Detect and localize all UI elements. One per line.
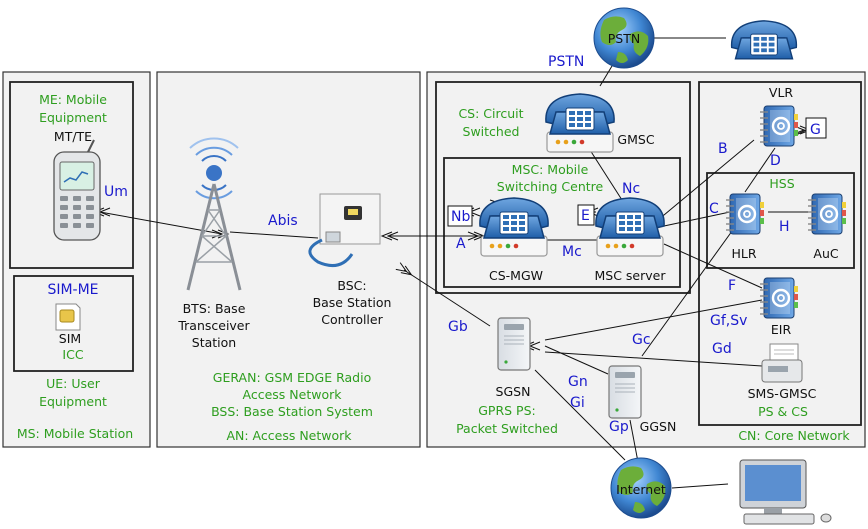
cs-label-line2: Switched (463, 124, 520, 139)
sms-gmsc-fax-icon (761, 343, 803, 383)
ms-label: MS: Mobile Station (17, 426, 133, 441)
nc-link (589, 149, 623, 201)
bts-label-line2: Transceiver (177, 318, 250, 333)
gf-sv-interface-label: Gf,Sv (710, 313, 747, 329)
me-label-line2: Equipment (39, 110, 107, 125)
ue-label-line2: Equipment (39, 394, 107, 409)
me-label-line1: ME: Mobile (39, 92, 107, 107)
ps-cs-label: PS & CS (758, 404, 808, 419)
gp-interface-label: Gp (609, 419, 629, 435)
vlr-label: VLR (769, 85, 794, 100)
pstn-interface-label: PSTN (548, 54, 584, 70)
cs-label-line1: CS: Circuit (458, 106, 523, 121)
d-link (744, 147, 776, 193)
d-interface-label: D (770, 153, 781, 169)
h-interface-label: H (779, 219, 790, 235)
c-interface-label: C (709, 201, 719, 217)
hss-label: HSS (769, 176, 794, 191)
bsc-label-line3: Controller (321, 312, 383, 327)
internet-label: Internet (616, 482, 666, 497)
gp-link (629, 419, 639, 463)
bts-label-line1: BTS: Base (183, 301, 246, 316)
f-link (663, 243, 763, 289)
nb-label-box (447, 205, 473, 227)
sgsn-server-icon (497, 317, 531, 371)
sim-label: SIM (59, 331, 81, 346)
e-label-box (577, 204, 595, 226)
abis-link (229, 231, 319, 239)
gmsc-label: GMSC (617, 132, 654, 147)
um-interface-label: Um (104, 184, 128, 200)
an-label: AN: Access Network (226, 428, 352, 443)
gprs-label-line2: Packet Switched (456, 421, 558, 436)
f-interface-label: F (728, 278, 736, 294)
auc-label: AuC (813, 246, 838, 261)
gprs-label-line1: GPRS PS: (478, 403, 536, 418)
e-interface-label: E (581, 208, 590, 224)
cn-label: CN: Core Network (738, 428, 850, 443)
eir-database-icon (758, 276, 800, 320)
g-interface-label: G (810, 122, 821, 138)
nc-interface-label: Nc (622, 181, 640, 197)
nb-interface-label: Nb (451, 209, 470, 225)
g-label-box (805, 117, 827, 139)
sgsn-label: SGSN (496, 384, 531, 399)
telephone-icon (730, 20, 798, 60)
ue-label-line1: UE: User (46, 376, 101, 391)
gmsc-phone-icon (545, 93, 615, 153)
a-interface-label: A (456, 236, 466, 252)
internet-pc-link (671, 483, 729, 489)
gf-link (544, 299, 763, 341)
gi-link (534, 369, 626, 461)
hlr-database-icon (724, 192, 766, 236)
gd-link (544, 351, 763, 367)
bts-label-line3: Station (192, 335, 236, 350)
c-link (663, 211, 731, 227)
gc-interface-label: Gc (632, 332, 651, 348)
abis-interface-label: Abis (268, 213, 298, 229)
pstn-node-label: PSTN (608, 31, 640, 46)
b-interface-label: B (718, 141, 728, 157)
msc-server-label: MSC server (595, 268, 667, 283)
eir-label: EIR (771, 322, 792, 337)
ggsn-label: GGSN (640, 419, 677, 434)
cs-mgw-phone-icon (479, 197, 549, 257)
gc-link (641, 219, 741, 357)
gb-interface-label: Gb (448, 319, 468, 335)
gi-interface-label: Gi (570, 395, 585, 411)
gb-link (403, 269, 491, 327)
msc-label-line2: Switching Centre (497, 179, 604, 194)
computer-icon (739, 459, 832, 525)
msc-server-phone-icon (595, 197, 665, 257)
b-link (657, 139, 755, 221)
mc-interface-label: Mc (562, 244, 582, 260)
hlr-label: HLR (731, 246, 756, 261)
gd-interface-label: Gd (712, 341, 732, 357)
auc-database-icon (806, 192, 848, 236)
icc-label: ICC (62, 347, 83, 362)
sim-card-icon (55, 303, 81, 331)
access-network-box (156, 71, 421, 448)
geran-label-line2: Access Network (243, 387, 343, 402)
bsc-socket-icon (308, 193, 381, 268)
pstn-link (599, 65, 613, 87)
ggsn-server-icon (608, 365, 642, 419)
bsc-label-line1: BSC: (337, 278, 366, 293)
gn-link (544, 345, 609, 375)
gn-interface-label: Gn (568, 374, 588, 390)
mt-te-label: MT/TE (54, 129, 92, 144)
sms-gmsc-label: SMS-GMSC (748, 386, 817, 401)
bss-label: BSS: Base Station System (211, 404, 373, 419)
bts-antenna-icon (186, 137, 242, 291)
vlr-database-icon (758, 104, 800, 148)
cs-mgw-label: CS-MGW (489, 268, 543, 283)
sim-me-interface-label: SIM-ME (47, 282, 98, 298)
bsc-label-line2: Base Station (313, 295, 392, 310)
mobile-phone-icon (53, 139, 101, 241)
msc-label-line1: MSC: Mobile (512, 162, 589, 177)
geran-label-line1: GERAN: GSM EDGE Radio (213, 370, 371, 385)
